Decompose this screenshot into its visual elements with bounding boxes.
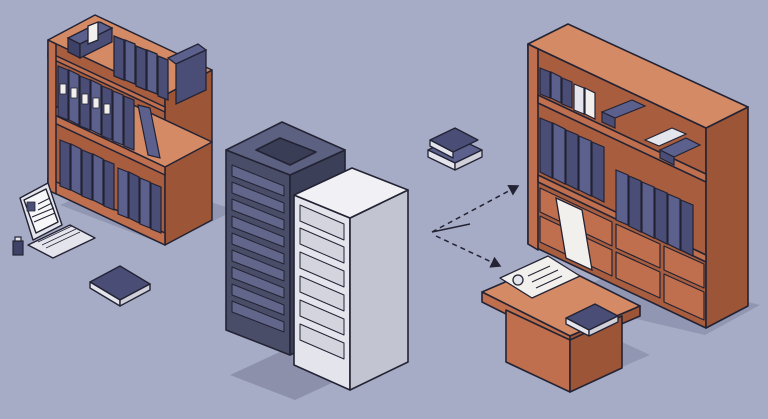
right-shelf-binders-lower [539,117,694,257]
server-rack-dark [225,121,360,400]
hanging-document-icon [555,196,593,272]
ink-bottle-icon [12,236,24,256]
right-shelf-binders-upper [539,67,702,166]
storage-cabinet-light [293,167,409,391]
certificate-icon [499,255,581,299]
left-shelf-binders-lower [59,139,162,234]
floating-books-icon [427,127,483,171]
desk-book-icon [565,303,619,337]
left-shelf-top-items [66,21,208,106]
laptop-icon [19,182,96,259]
bidirectional-arrow-icon [431,184,520,268]
left-shelf-binders-upper [57,65,161,159]
book-icon [89,265,151,307]
